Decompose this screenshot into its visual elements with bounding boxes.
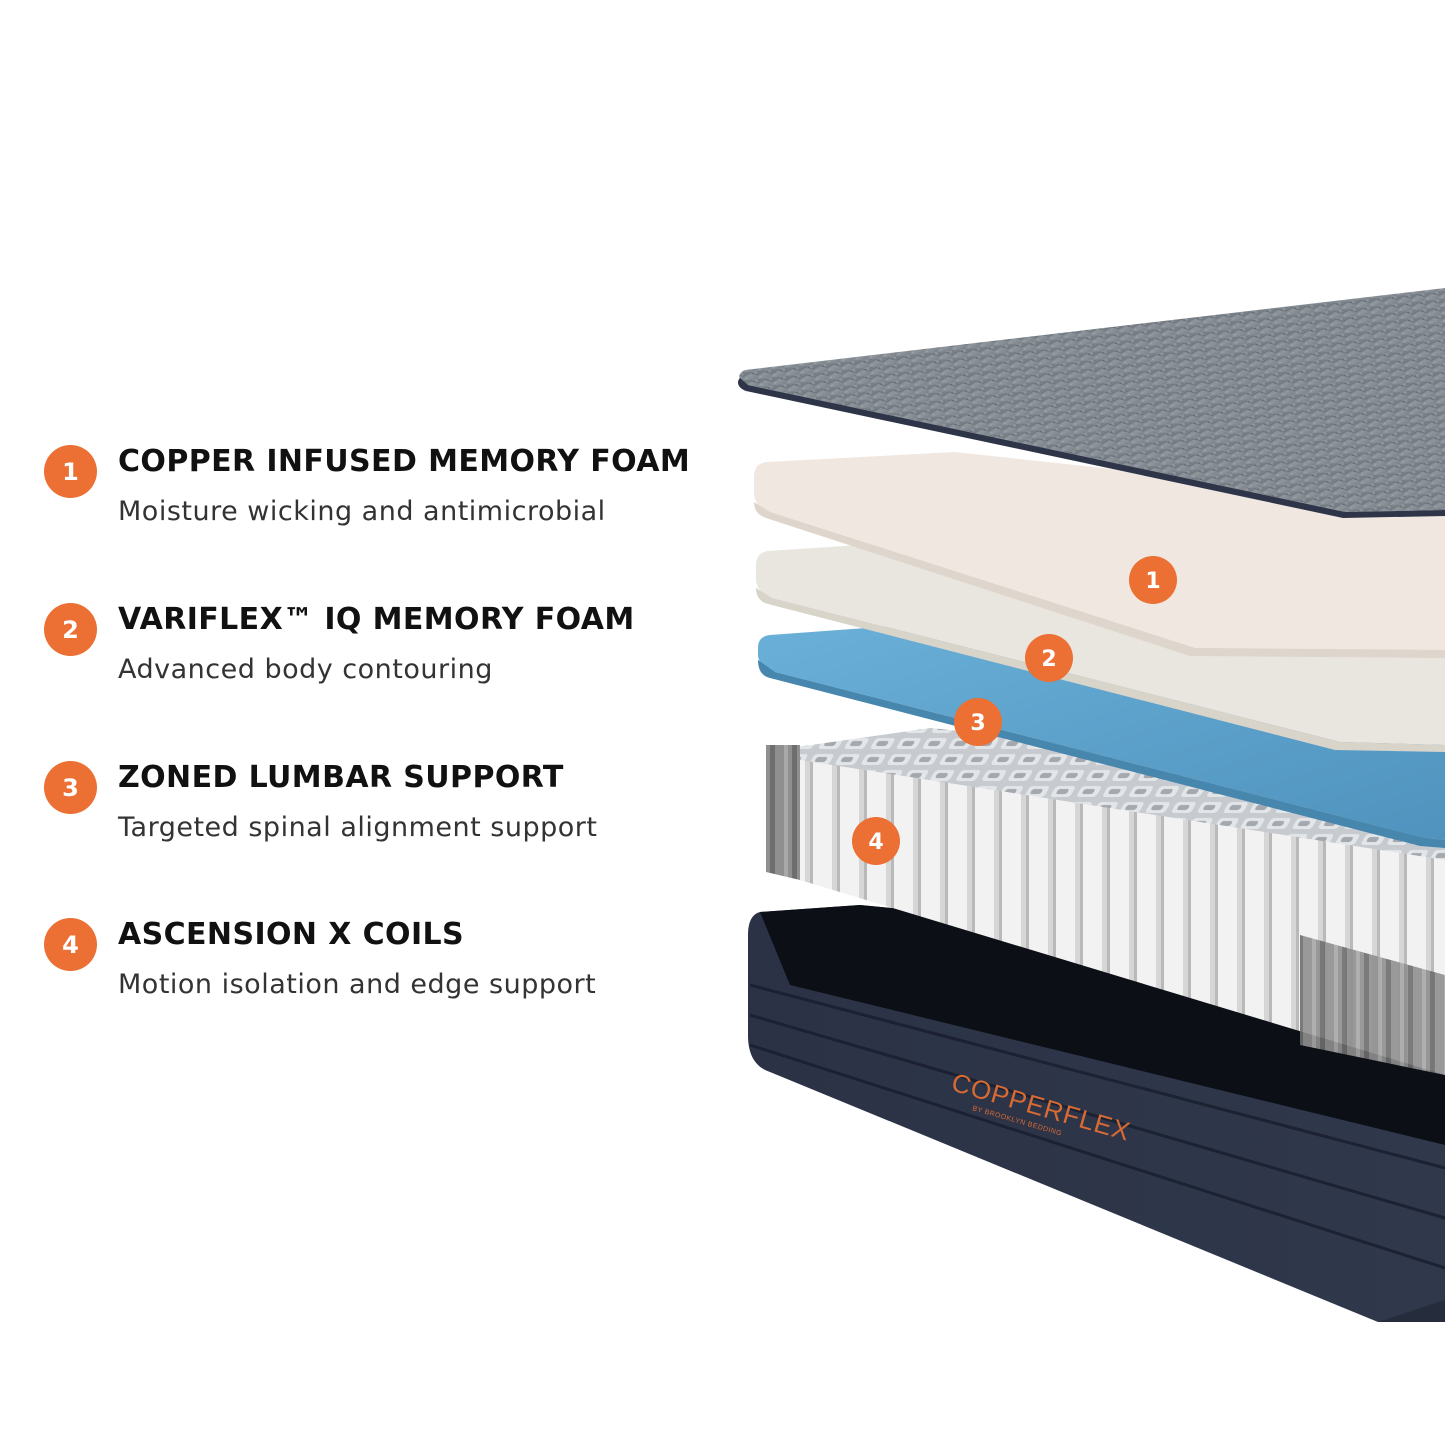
feature-title: VARIFLEX™ IQ MEMORY FOAM <box>118 602 635 637</box>
svg-text:4: 4 <box>868 830 883 855</box>
feature-title: ZONED LUMBAR SUPPORT <box>118 760 564 795</box>
feature-description: Advanced body contouring <box>118 654 493 685</box>
svg-text:2: 2 <box>1041 647 1056 672</box>
feature-description: Targeted spinal alignment support <box>118 812 598 843</box>
feature-item-ascension-coils: 4 ASCENSION X COILS Motion isolation and… <box>44 913 744 1023</box>
coil-layer <box>766 728 1445 1075</box>
feature-description: Moisture wicking and antimicrobial <box>118 496 606 527</box>
mattress-cover-layer <box>738 288 1445 518</box>
feature-item-variflex-foam: 2 VARIFLEX™ IQ MEMORY FOAM Advanced body… <box>44 598 744 708</box>
svg-text:1: 1 <box>1145 569 1160 594</box>
feature-description: Motion isolation and edge support <box>118 969 597 1000</box>
feature-title: COPPER INFUSED MEMORY FOAM <box>118 444 691 479</box>
feature-number-badge: 2 <box>44 603 97 656</box>
callout-badge-2: 2 <box>1025 634 1073 682</box>
feature-number-badge: 1 <box>44 445 97 498</box>
callout-badge-1: 1 <box>1129 556 1177 604</box>
feature-number-badge: 3 <box>44 761 97 814</box>
feature-number-badge: 4 <box>44 918 97 971</box>
feature-item-lumbar-support: 3 ZONED LUMBAR SUPPORT Targeted spinal a… <box>44 756 744 866</box>
feature-title: ASCENSION X COILS <box>118 917 465 952</box>
callout-badge-4: 4 <box>852 817 900 865</box>
feature-item-copper-foam: 1 COPPER INFUSED MEMORY FOAM Moisture wi… <box>44 440 744 550</box>
callout-badge-3: 3 <box>954 698 1002 746</box>
svg-text:3: 3 <box>970 711 985 736</box>
